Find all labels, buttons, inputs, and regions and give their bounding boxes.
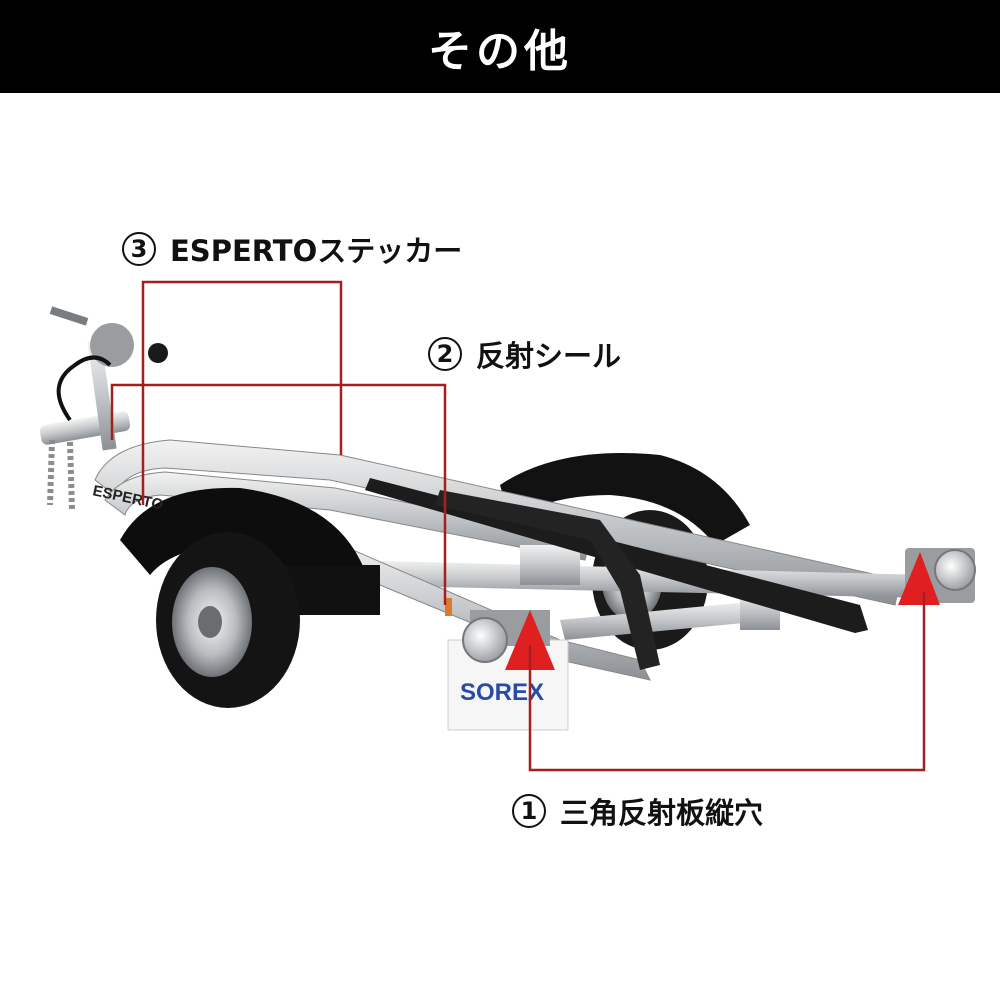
callout-3-line	[141, 280, 343, 505]
left-tail-lamp: SOREX	[447, 610, 569, 731]
page-header: その他	[0, 0, 1000, 93]
callout-1: 1 三角反射板縦穴	[512, 790, 763, 832]
callout-2-label: 反射シール	[476, 339, 622, 373]
callout-3-label: ESPERTOステッカー	[170, 234, 463, 268]
callout-1-line	[528, 592, 926, 772]
leader-lines	[110, 280, 926, 772]
callout-2-line	[110, 383, 447, 605]
reflective-sticker	[445, 598, 452, 616]
triangle-reflector-right	[898, 552, 940, 605]
callout-2-number: 2	[428, 337, 462, 371]
hitch-assembly	[39, 306, 168, 511]
callout-1-label: 三角反射板縦穴	[560, 796, 764, 830]
license-plate-text: SOREX	[460, 679, 544, 706]
callout-3-number: 3	[122, 232, 156, 266]
callout-1-number: 1	[512, 794, 546, 828]
callout-2: 2 反射シール	[428, 333, 621, 375]
triangle-reflector-left	[505, 610, 555, 670]
callout-3: 3 ESPERTOステッカー	[122, 228, 462, 270]
far-fender	[500, 453, 750, 545]
page-title: その他	[428, 25, 572, 77]
right-tail-lamp	[898, 548, 976, 605]
front-wheel	[156, 532, 300, 708]
